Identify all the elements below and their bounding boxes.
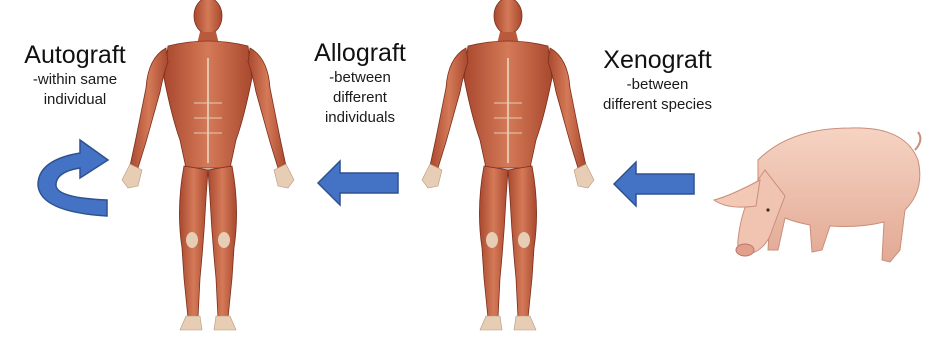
human-muscle-figure-left xyxy=(122,0,294,330)
pig-figure xyxy=(714,128,920,262)
allograft-arrow-icon xyxy=(318,161,398,205)
human-muscle-figure-right xyxy=(422,0,594,330)
curved-arrow-icon xyxy=(38,140,108,216)
xenograft-arrow-icon xyxy=(614,162,694,206)
